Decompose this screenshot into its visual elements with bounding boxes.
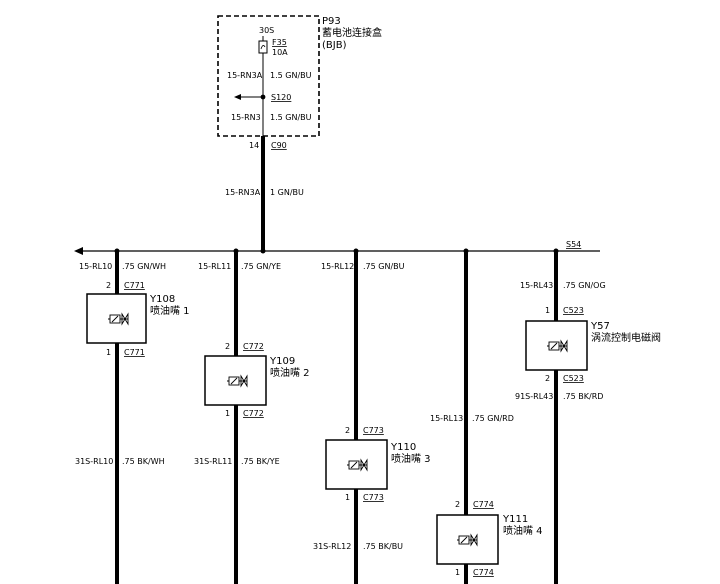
swirl-valve: 15-RL43 .75 GN/OG 1 C523 Y57 涡流控制电磁阀 2 C… — [515, 251, 661, 584]
bjb-wire1-spec: 1.5 GN/BU — [270, 71, 312, 80]
injector-1: 15-RL10 .75 GN/WH 2 C771 Y108 喷油嘴 1 1 C7… — [75, 251, 190, 584]
valve-name: 涡流控制电磁阀 — [591, 331, 661, 344]
arrow-left-icon — [234, 94, 241, 100]
conn-bot: C772 — [243, 409, 264, 418]
solenoid-valve-icon — [547, 339, 568, 353]
injector-name: 喷油嘴 2 — [270, 366, 310, 379]
injector-code: Y108 — [149, 294, 175, 305]
wire-out-circuit: 31S-RL12 — [313, 542, 351, 551]
wire-out-circuit: 31S-RL11 — [194, 457, 232, 466]
pin-top: 2 — [345, 426, 350, 435]
pin-bot: 2 — [545, 374, 550, 383]
fuse-supply: 30S — [259, 26, 274, 35]
wire-in-circuit: 15-RL12 — [321, 262, 354, 271]
injector-code: Y110 — [390, 442, 416, 453]
bus-arrow-left-icon — [74, 247, 83, 255]
fuse-rating: 10A — [272, 48, 288, 57]
injector-2: 15-RL11 .75 GN/YE 2 C772 Y109 喷油嘴 2 1 C7… — [194, 251, 310, 584]
wire-in-spec: .75 GN/WH — [122, 262, 166, 271]
pin-bot: 1 — [345, 493, 350, 502]
bjb-box — [217, 15, 320, 137]
injector-name: 喷油嘴 1 — [150, 304, 190, 317]
pin-bot: 1 — [225, 409, 230, 418]
wire-out-spec: .75 BK/WH — [122, 457, 165, 466]
wire-out-circuit: 31S-RL10 — [75, 457, 113, 466]
wire-out-spec: .75 BK/YE — [241, 457, 280, 466]
wire-in-spec: .75 GN/YE — [241, 262, 281, 271]
conn-top: C771 — [124, 281, 145, 290]
bjb-sub: (BJB) — [322, 40, 347, 51]
trunk-spec: 1 GN/BU — [270, 188, 304, 197]
c90-id: C90 — [271, 141, 287, 150]
injector-name: 喷油嘴 3 — [391, 452, 431, 465]
bjb-wire2-spec: 1.5 GN/BU — [270, 113, 312, 122]
pin-top: 2 — [106, 281, 111, 290]
solenoid-valve-icon — [457, 533, 478, 547]
conn-bot: C523 — [563, 374, 584, 383]
injector-code: Y109 — [269, 356, 295, 367]
wire-in-spec: .75 GN/OG — [563, 281, 606, 290]
bjb-name: 蓄电池连接盒 — [322, 26, 382, 39]
wire-out-spec: .75 BK/BU — [363, 542, 403, 551]
injector-code: Y111 — [502, 514, 528, 525]
injector-4: 15-RL13 .75 GN/RD 2 C774 Y111 喷油嘴 4 1 C7… — [430, 251, 543, 584]
wire-in-circuit: 15-RL13 — [430, 414, 463, 423]
conn-top: C773 — [363, 426, 384, 435]
wire-out-circuit: 91S-RL43 — [515, 392, 553, 401]
trunk-circuit: 15-RN3A — [225, 188, 261, 197]
pin-bot: 1 — [106, 348, 111, 357]
valve-code: Y57 — [590, 321, 610, 332]
conn-top: C523 — [563, 306, 584, 315]
bjb-wire2-circuit: 15-RN3 — [231, 113, 261, 122]
bjb-wire1-circuit: 15-RN3A — [227, 71, 263, 80]
solenoid-valve-icon — [347, 458, 368, 472]
injector-name: 喷油嘴 4 — [503, 524, 543, 537]
wire-in-circuit: 15-RL11 — [198, 262, 231, 271]
splice-s120: S120 — [271, 93, 291, 102]
conn-top: C772 — [243, 342, 264, 351]
bjb-code: P93 — [322, 16, 341, 27]
fuse-icon — [258, 40, 268, 54]
conn-bot: C773 — [363, 493, 384, 502]
fuse-id: F35 — [272, 38, 287, 47]
c90-pin: 14 — [249, 141, 259, 150]
pin-bot: 1 — [455, 568, 460, 577]
pin-top: 1 — [545, 306, 550, 315]
pin-top: 2 — [225, 342, 230, 351]
splice-s54: S54 — [566, 240, 581, 249]
solenoid-valve-icon — [108, 312, 129, 326]
wire-in-circuit: 15-RL10 — [79, 262, 112, 271]
conn-top: C774 — [473, 500, 494, 509]
conn-bot: C774 — [473, 568, 494, 577]
wire-in-spec: .75 GN/BU — [363, 262, 405, 271]
conn-bot: C771 — [124, 348, 145, 357]
wire-out-spec: .75 BK/RD — [563, 392, 603, 401]
wire-in-spec: .75 GN/RD — [472, 414, 514, 423]
injector-3: 15-RL12 .75 GN/BU 2 C773 Y110 喷油嘴 3 1 C7… — [313, 251, 431, 584]
pin-top: 2 — [455, 500, 460, 509]
wire-in-circuit: 15-RL43 — [520, 281, 553, 290]
solenoid-valve-icon — [227, 374, 248, 388]
